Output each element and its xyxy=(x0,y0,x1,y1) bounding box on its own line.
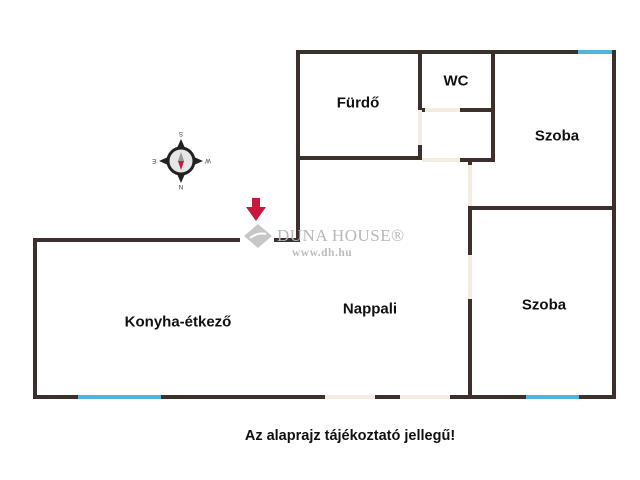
windows xyxy=(78,50,612,399)
room-label-szoba-bottom: Szoba xyxy=(521,296,567,314)
entrance-arrow-icon xyxy=(246,198,266,221)
room-label-wc: WC xyxy=(443,72,469,90)
room-label-furdo: Fürdő xyxy=(336,94,380,112)
room-label-szoba-top: Szoba xyxy=(534,127,580,145)
disclaimer-note: Az alaprajz tájékoztató jellegű! xyxy=(244,428,456,444)
compass-icon: N S E W xyxy=(152,130,211,189)
compass-e: E xyxy=(152,157,156,163)
compass-s: S xyxy=(179,130,183,136)
compass-w: W xyxy=(205,157,211,163)
duna-house-logo-icon xyxy=(244,224,272,248)
doors xyxy=(325,108,472,399)
walls xyxy=(33,50,616,399)
compass-n: N xyxy=(179,183,183,189)
watermark-brand: DUNA HOUSE® xyxy=(277,226,405,245)
watermark-url: www.dh.hu xyxy=(292,247,353,259)
room-label-konyha: Konyha-étkező xyxy=(124,313,232,331)
room-label-nappali: Nappali xyxy=(342,300,398,318)
